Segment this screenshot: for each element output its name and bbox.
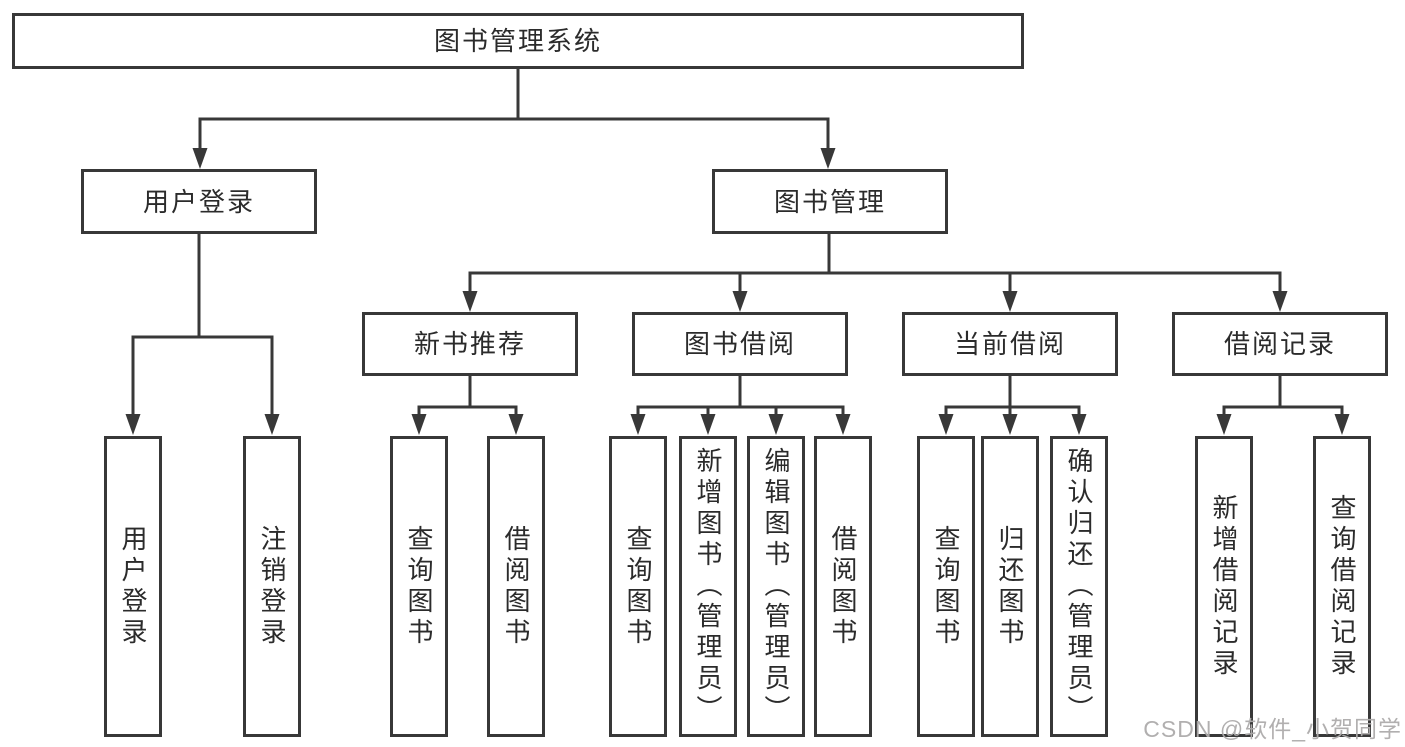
- arrow-down-icon: [700, 414, 716, 435]
- node-current-borrowing: 当前借阅: [902, 312, 1118, 376]
- leaf-query-borrow-record: 查询借阅记录: [1313, 436, 1371, 737]
- arrow-down-icon: [1002, 414, 1018, 435]
- node-borrowing-records-label: 借阅记录: [1223, 329, 1336, 359]
- leaf-confirm-return-admin: 确认归还（管理员）: [1050, 436, 1108, 737]
- arrow-down-icon: [125, 414, 141, 435]
- arrow-down-icon: [732, 291, 748, 312]
- leaf-confirm-return-admin-label: 确认归还（管理员）: [1064, 447, 1094, 726]
- node-user-login: 用户登录: [81, 169, 317, 234]
- arrow-down-icon: [1002, 291, 1018, 312]
- arrow-down-icon: [1334, 414, 1350, 435]
- connector: [131, 335, 274, 417]
- leaf-logout: 注销登录: [243, 436, 301, 737]
- node-user-login-label: 用户登录: [142, 186, 255, 217]
- arrow-down-icon: [938, 414, 954, 435]
- connector: [944, 405, 1081, 417]
- arrow-down-icon: [1216, 414, 1232, 435]
- leaf-borrow-books-borrowing-label: 借阅图书: [828, 524, 858, 649]
- arrow-down-icon: [630, 414, 646, 435]
- leaf-query-books-borrowing-label: 查询图书: [623, 524, 653, 649]
- leaf-query-books-current: 查询图书: [917, 436, 975, 737]
- leaf-add-borrow-record-label: 新增借阅记录: [1209, 493, 1239, 680]
- arrow-down-icon: [1272, 291, 1288, 312]
- leaf-query-books-current-label: 查询图书: [931, 524, 961, 649]
- node-borrowing-records: 借阅记录: [1172, 312, 1388, 376]
- node-book-borrowing-label: 图书借阅: [683, 329, 796, 359]
- leaf-query-borrow-record-label: 查询借阅记录: [1327, 493, 1357, 680]
- node-current-borrowing-label: 当前借阅: [953, 329, 1066, 359]
- arrow-down-icon: [264, 414, 280, 435]
- leaf-add-book-admin: 新增图书（管理员）: [679, 436, 737, 737]
- arrow-down-icon: [192, 148, 208, 169]
- leaf-query-books-recommend: 查询图书: [390, 436, 448, 737]
- leaf-add-book-admin-label: 新增图书（管理员）: [693, 447, 723, 726]
- leaf-borrow-books-borrowing: 借阅图书: [814, 436, 872, 737]
- arrow-down-icon: [835, 414, 851, 435]
- node-new-book-recommend-label: 新书推荐: [413, 329, 526, 359]
- connector: [417, 405, 518, 417]
- leaf-query-books-recommend-label: 查询图书: [404, 524, 434, 649]
- leaf-query-books-borrowing: 查询图书: [609, 436, 667, 737]
- leaf-return-book-label: 归还图书: [995, 524, 1025, 649]
- node-root: 图书管理系统: [12, 13, 1024, 69]
- node-book-management: 图书管理: [712, 169, 948, 234]
- leaf-logout-label: 注销登录: [257, 524, 287, 649]
- connector: [198, 117, 830, 151]
- arrow-down-icon: [820, 148, 836, 169]
- arrow-down-icon: [1071, 414, 1087, 435]
- connector: [468, 271, 1282, 294]
- node-book-borrowing: 图书借阅: [632, 312, 848, 376]
- arrow-down-icon: [411, 414, 427, 435]
- leaf-edit-book-admin-label: 编辑图书（管理员）: [761, 447, 791, 726]
- node-root-label: 图书管理系统: [433, 26, 602, 56]
- csdn-watermark: CSDN @软件_小贺同学: [1143, 716, 1402, 742]
- leaf-borrow-books-recommend-label: 借阅图书: [501, 524, 531, 649]
- leaf-return-book: 归还图书: [981, 436, 1039, 737]
- arrow-down-icon: [462, 291, 478, 312]
- leaf-user-login: 用户登录: [104, 436, 162, 737]
- connector: [636, 405, 845, 417]
- leaf-edit-book-admin: 编辑图书（管理员）: [747, 436, 805, 737]
- leaf-user-login-label: 用户登录: [118, 524, 148, 649]
- arrow-down-icon: [768, 414, 784, 435]
- node-book-management-label: 图书管理: [773, 186, 886, 217]
- leaf-add-borrow-record: 新增借阅记录: [1195, 436, 1253, 737]
- leaf-borrow-books-recommend: 借阅图书: [487, 436, 545, 737]
- connector: [1222, 405, 1344, 417]
- arrow-down-icon: [508, 414, 524, 435]
- node-new-book-recommend: 新书推荐: [362, 312, 578, 376]
